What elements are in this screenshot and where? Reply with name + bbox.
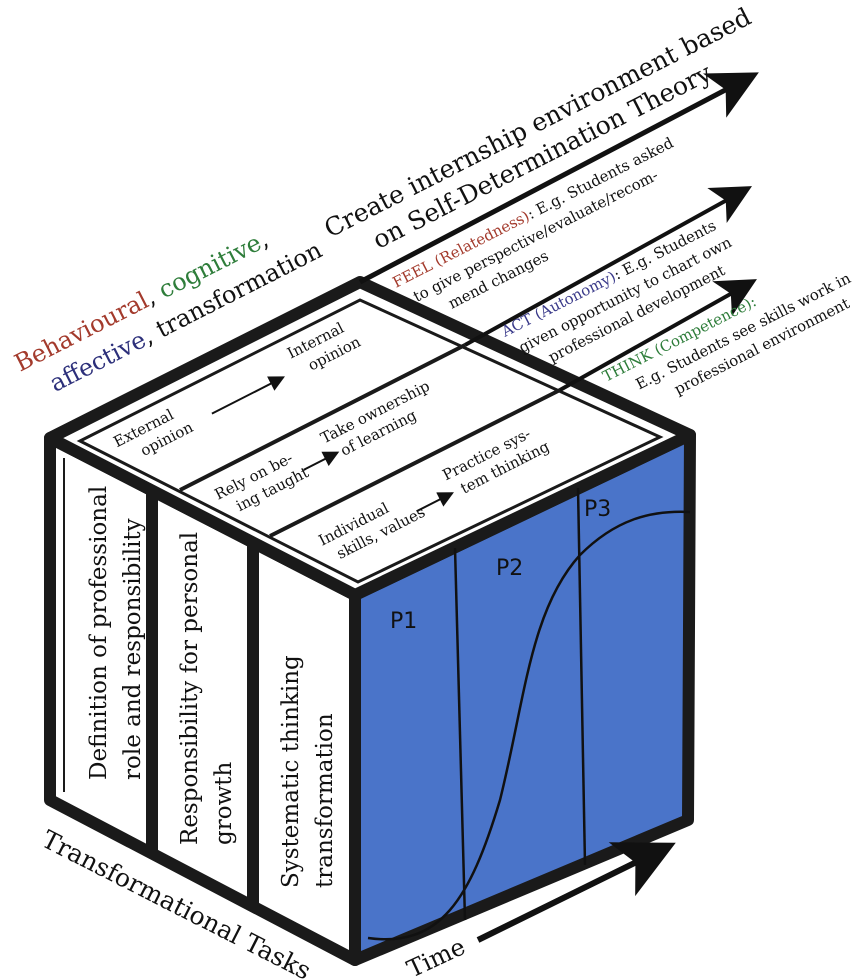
front-column-3: Systematic thinking transformation — [278, 655, 338, 888]
top-row-3-arrow — [416, 492, 454, 513]
top-row-divider — [269, 388, 561, 538]
act-think-arrow — [559, 279, 757, 392]
time-arrow — [476, 842, 676, 943]
phase-divider — [453, 547, 467, 921]
top-row-2-arrow — [303, 451, 340, 471]
think-block: THINK (Competence): E.g. Students see sk… — [600, 269, 854, 399]
phase-label-p2: P2 — [496, 556, 523, 581]
front-column-3-line1: Systematic thinking — [278, 655, 304, 888]
front-column-1-line1: Definition of professional — [86, 486, 112, 780]
act-line2: given opportunity to chart own — [516, 233, 735, 356]
top-face-inner-frame — [76, 298, 664, 584]
top-row-divider — [179, 343, 466, 492]
front-column-1: Definition of professional role and resp… — [86, 486, 146, 780]
top-row-1-arrow — [211, 376, 285, 415]
phase-label-p1: P1 — [390, 609, 417, 634]
s-curve — [367, 510, 691, 941]
environment-arrow — [358, 72, 759, 285]
front-column-2-line1: Responsibility for personal — [177, 532, 203, 845]
front-column-1-line2: role and responsibility — [120, 518, 146, 780]
phase-divider — [576, 487, 587, 866]
front-column-3-line2: transformation — [312, 713, 338, 888]
front-column-2-line2: growth — [211, 762, 237, 845]
feel-act-arrow — [464, 186, 752, 347]
phase-label-p3: P3 — [584, 497, 611, 522]
front-column-2: Responsibility for personal growth — [177, 532, 237, 845]
